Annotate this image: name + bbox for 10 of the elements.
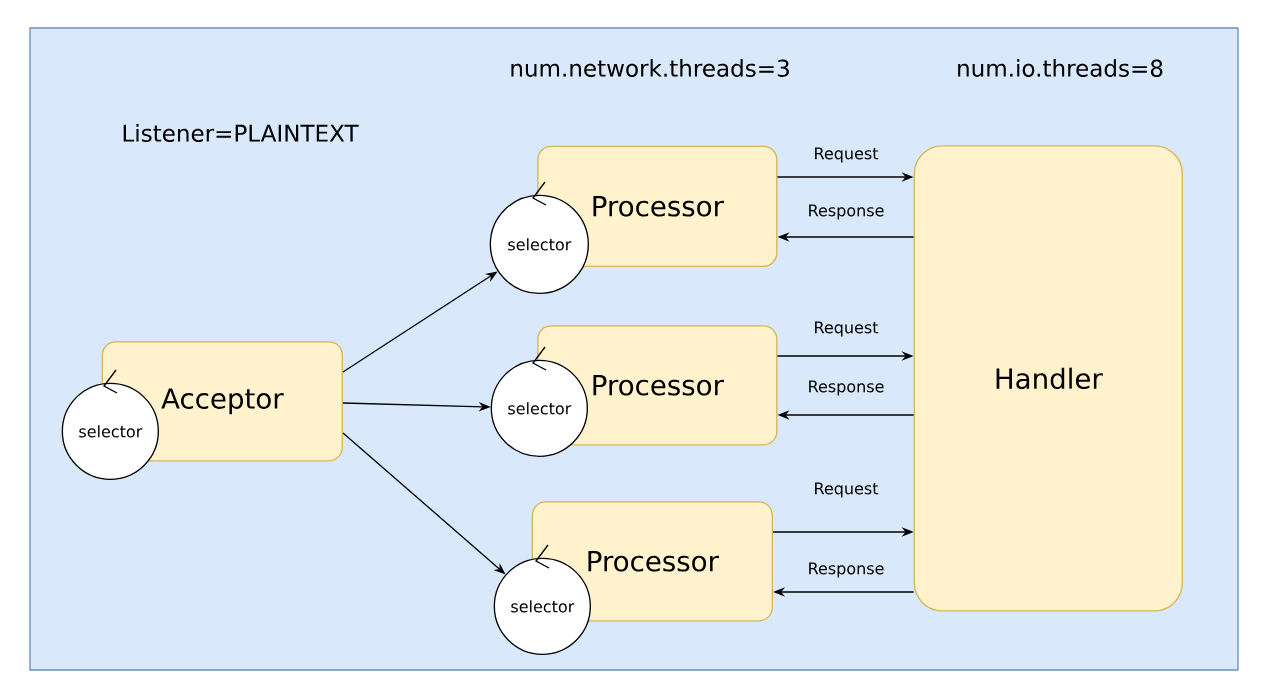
edge-label: Response <box>809 204 884 220</box>
edge-label: Response <box>809 380 884 396</box>
setting-label: Listener=PLAINTEXT <box>123 124 359 142</box>
setting-label: num.network.threads=3 <box>511 59 789 77</box>
setting-label: num.io.threads=8 <box>958 59 1163 77</box>
edge-label: Request <box>815 321 879 337</box>
edge-label: Response <box>809 562 884 578</box>
edge-label: Request <box>815 482 879 498</box>
process-box: Handler <box>913 145 1183 612</box>
edge-label: Request <box>815 147 879 163</box>
